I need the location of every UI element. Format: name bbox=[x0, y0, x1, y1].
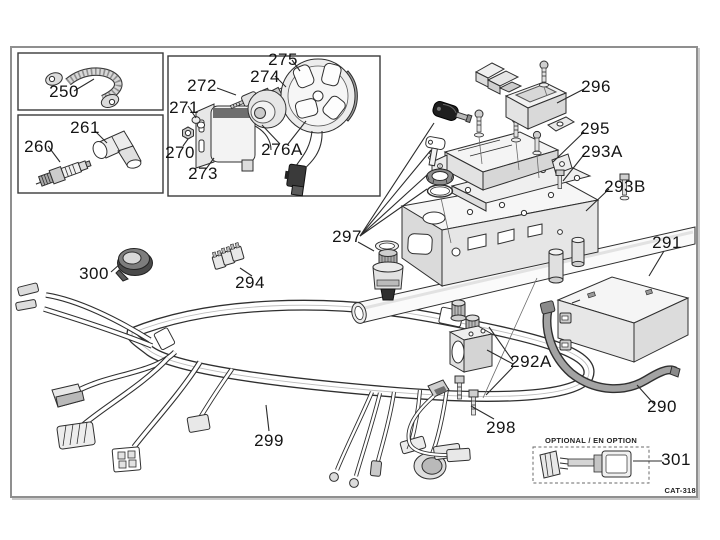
callout-300: 300 bbox=[79, 264, 109, 283]
harness-branch-bottom bbox=[329, 387, 462, 488]
inset-box-ignition-group bbox=[167, 55, 381, 197]
part-coil-washer bbox=[191, 116, 206, 129]
inset-box-spark-plug bbox=[17, 114, 164, 194]
part-adapter-harness bbox=[539, 450, 632, 479]
stator-connector bbox=[284, 163, 307, 197]
callout-292A: 292A bbox=[510, 352, 552, 371]
harness-branch-left bbox=[15, 282, 234, 473]
callout-296: 296 bbox=[581, 77, 611, 96]
callout-250: 250 bbox=[49, 82, 79, 101]
part-jumper-cable bbox=[406, 379, 471, 463]
callout-297: 297 bbox=[332, 227, 362, 246]
inset-box-ground-strap bbox=[17, 52, 164, 111]
optional-label: OPTIONAL / EN OPTION bbox=[545, 436, 637, 445]
optional-box: OPTIONAL / EN OPTION bbox=[532, 436, 650, 484]
ignition-switch bbox=[372, 240, 404, 301]
callout-291: 291 bbox=[652, 233, 682, 252]
callout-290: 290 bbox=[647, 397, 677, 416]
clamp-bolt-2 bbox=[468, 389, 479, 416]
part-ground-strap bbox=[45, 67, 123, 109]
knurled-nut-1 bbox=[450, 299, 467, 322]
callout-273: 273 bbox=[188, 164, 218, 183]
battery-terminal-clips bbox=[559, 312, 572, 351]
part-battery-strap bbox=[539, 300, 681, 393]
part-spark-plug-boot bbox=[92, 130, 142, 169]
callout-276A: 276A bbox=[261, 140, 303, 159]
part-battery bbox=[556, 276, 690, 363]
callout-labels: 250 260 261 272 271 270 273 274 275 276A… bbox=[24, 50, 691, 469]
callout-299: 299 bbox=[254, 431, 284, 450]
part-cdi-module bbox=[431, 131, 573, 191]
part-mounting-bracket bbox=[400, 177, 600, 287]
callout-270: 270 bbox=[165, 143, 195, 162]
clamp-bolt-1 bbox=[454, 375, 465, 400]
callout-272: 272 bbox=[187, 76, 217, 95]
bracket-standoff-posts bbox=[548, 236, 585, 284]
part-key-switch-group bbox=[372, 101, 473, 301]
solenoid-screw bbox=[539, 60, 549, 88]
callout-295: 295 bbox=[580, 119, 610, 138]
fob-key bbox=[432, 101, 473, 124]
part-spark-plug bbox=[35, 160, 92, 187]
part-fuse-set bbox=[211, 242, 245, 270]
callout-293B: 293B bbox=[604, 177, 646, 196]
callout-293A: 293A bbox=[581, 142, 623, 161]
spare-key bbox=[425, 136, 446, 167]
part-tape-roll bbox=[115, 248, 153, 282]
leader-lines bbox=[47, 59, 665, 462]
part-starter-solenoid bbox=[474, 60, 576, 132]
part-main-harness bbox=[15, 282, 595, 488]
o-ring bbox=[426, 184, 454, 198]
callout-271: 271 bbox=[169, 98, 199, 117]
callout-298: 298 bbox=[486, 418, 516, 437]
drawing-code: CAT-318 bbox=[664, 486, 696, 495]
lock-ring bbox=[426, 168, 454, 186]
part-coil-nut bbox=[182, 126, 194, 140]
part-clamp-block bbox=[448, 277, 538, 416]
part-magneto-stator bbox=[247, 58, 358, 197]
callout-294: 294 bbox=[235, 273, 265, 292]
callout-260: 260 bbox=[24, 137, 54, 156]
callout-261: 261 bbox=[70, 118, 100, 137]
callout-301: 301 bbox=[661, 450, 691, 469]
callout-274: 274 bbox=[250, 67, 280, 86]
callout-275: 275 bbox=[268, 50, 298, 69]
